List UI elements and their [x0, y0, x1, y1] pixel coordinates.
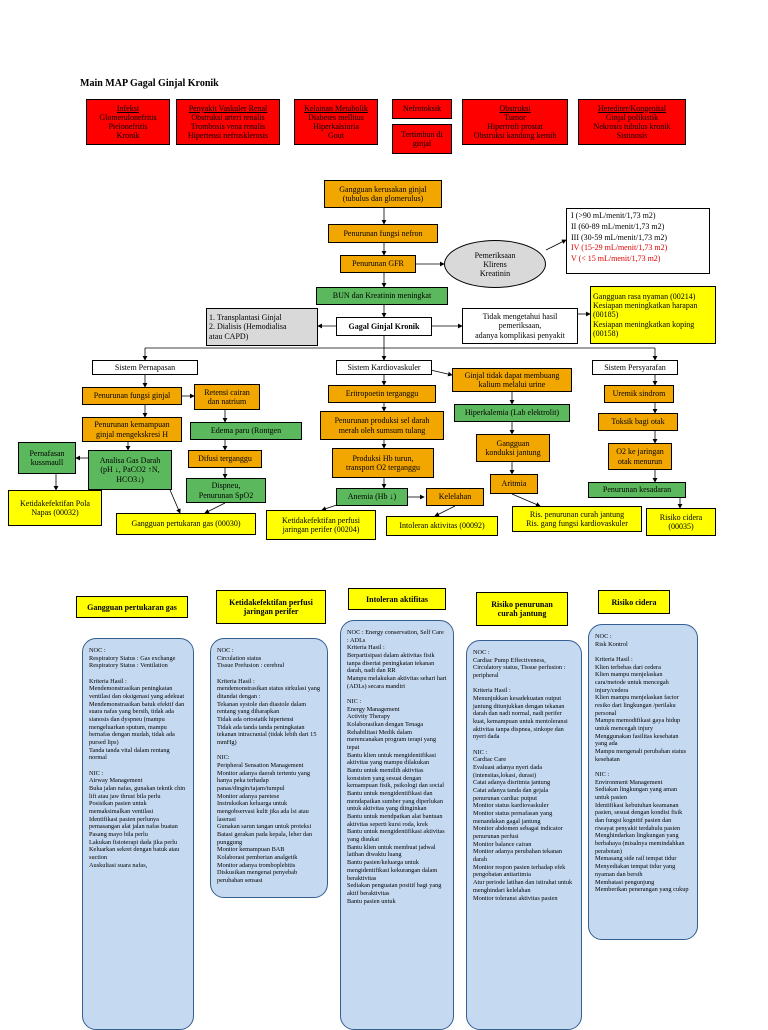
node-penurunan-nefron: Penurunan fungsi nefron: [328, 224, 438, 243]
sistem-kardiovaskuler: Sistem Kardiovaskuler: [336, 360, 432, 375]
node-eritropoetin: Eritropoetin terganggu: [328, 385, 436, 403]
column-head-intoleran: Intoleran aktifitas: [348, 588, 446, 610]
cause-head: Herediter/Kongenital: [598, 103, 666, 113]
stage-item: V (< 15 mL/menit/1,73 m2): [571, 254, 661, 264]
stage-item: III (30-59 mL/menit/1,73 m2): [571, 232, 667, 242]
node-aritmia: Aritmia: [490, 474, 538, 494]
node-tidak-mengetahui: Tidak mengetahui hasil pemeriksaan, adan…: [462, 308, 578, 344]
node-toksik-otak: Toksik bagi otak: [598, 413, 678, 431]
node-analisa-gas-darah: Analisa Gas Darah (pH ↓, PaCO2 ↑N, HCO3↓…: [88, 450, 172, 490]
diagnosis-risiko-cidera: Risiko cidera (00035): [646, 508, 716, 536]
node-uremik: Uremik sindrom: [604, 385, 674, 403]
diagnosis-curah-jantung: Ris. penurunan curah jantung Ris. gang f…: [512, 506, 642, 532]
cause-head: Penyakit Vaskuler Renal: [188, 103, 268, 113]
node-hiperkalemia: Hiperkalemia (Lab elektrolit): [454, 404, 570, 422]
column-intoleran: NOC : Energy conservation, Self Care : A…: [340, 620, 454, 1030]
page-title: Main MAP Gagal Ginjal Kronik: [80, 78, 219, 89]
node-penurunan-kemampuan: Penurunan kemampuan ginjal mengekskresi …: [82, 417, 182, 442]
node-penurunan-gfr: Penurunan GFR: [340, 255, 416, 273]
node-bun-kreatinin: BUN dan Kreatinin meningkat: [316, 287, 448, 305]
column-head-risiko-cidera: Risiko cidera: [598, 590, 670, 614]
node-o2-otak: O2 ke jaringan otak menurun: [608, 443, 672, 470]
node-terapi: 1. Transplantasi Ginjal 2. Dialisis (Hem…: [206, 308, 318, 346]
cause-body: Tumor Hipertrofi prostat Obstruksi kandu…: [473, 112, 557, 141]
column-head-perfusi: Ketidakefektifan perfusi jaringan perife…: [216, 590, 326, 624]
node-gagal-ginjal-kronik: Gagal Ginjal Kronik: [336, 317, 432, 336]
node-produksi-hb: Produksi Hb turun, transport O2 tergangg…: [332, 448, 434, 478]
node-kelelahan: Kelelahan: [426, 488, 484, 506]
cause-tertimbun: Tertimbun di ginjal: [392, 124, 452, 154]
node-retensi-cairan: Retensi cairan dan natrium: [194, 384, 260, 410]
node-ginjal-kalium: Ginjal tidak dapat membuang kalium melal…: [452, 368, 572, 392]
column-pertukaran-gas: NOC : Respiratory Status : Gas exchange …: [82, 638, 194, 1030]
diagnosis-pertukaran-gas: Gangguan pertukaran gas (00030): [116, 513, 256, 535]
column-perfusi: NOC : Circulation status Tissue Prefusio…: [210, 638, 328, 898]
node-anemia: Anemia (Hb ↓): [336, 488, 408, 506]
diagnosis-intoleran: Intoleran aktivitas (00092): [386, 516, 498, 536]
node-gangguan-kerusakan: Gangguan kerusakan ginjal (tubulus dan g…: [324, 180, 442, 208]
stage-item: IV (15-29 mL/menit/1,73 m2): [571, 243, 668, 253]
column-head-pertukaran-gas: Gangguan pertukaran gas: [76, 596, 188, 618]
diagnosis-pola-napas: Ketidakefektifan Pola Napas (00032): [8, 490, 102, 526]
sistem-pernapasan: Sistem Pernapasan: [92, 360, 198, 375]
column-risiko-cidera: NOC : Risk Kontrol Kriteria Hasil : Klie…: [588, 624, 698, 940]
cause-nefrotoksik: Nefrotoksik: [392, 99, 452, 119]
node-pernafasan-kussmaull: Pernafasan kussmaull: [18, 442, 76, 474]
node-konduksi-jantung: Gangguan konduksi jantung: [476, 434, 550, 462]
cause-head: Obstruksi: [499, 103, 531, 113]
diagnosis-perfusi: Ketidakefektifan perfusi jaringan perife…: [266, 510, 376, 540]
diagnosis-top: Gangguan rasa nyaman (00214) Kesiapan me…: [590, 286, 716, 344]
cause-body: Diabetes mellitus Hiperkalsiuria Gout: [308, 112, 364, 141]
cause-body: Ginjal polikistik Nekrosis tubulus kroni…: [593, 112, 671, 141]
node-penurunan-fungsi-ginjal: Penurunan fungsi ginjal: [82, 387, 182, 405]
stage-item: I (>90 mL/menit/1,73 m2): [571, 211, 656, 220]
node-penurunan-kesadaran: Penurunan kesadaran: [588, 482, 686, 498]
column-head-curah-jantung: Risiko penurunan curah jantung: [476, 592, 568, 626]
cause-head: Infeksi: [116, 103, 140, 113]
stage-item: II (60-89 mL/menit/1,73 m2): [571, 221, 665, 231]
node-dispneu: Dispneu, Penurunan SpO2: [186, 478, 266, 503]
stage-list: I (>90 mL/menit/1,73 m2) II (60-89 mL/me…: [566, 208, 710, 274]
node-pemeriksaan-klirens: Pemeriksaan Klirens Kreatinin: [444, 240, 546, 288]
cause-head: Tertimbun di ginjal: [401, 129, 443, 148]
cause-head: Nefrotoksik: [402, 104, 442, 114]
column-curah-jantung: NOC : Cardiac Pump Effectiveness, Circul…: [466, 640, 582, 1030]
node-edema-paru: Edema paru (Rontgen: [190, 422, 302, 440]
cause-body: Obstruksi arteri renalis Trombosis vena …: [187, 112, 269, 141]
node-penurunan-produksi-sel: Penurunan produksi sel darah merah oleh …: [320, 411, 444, 440]
cause-body: Glomerulonefritis Pielonefritis Kronik: [99, 112, 157, 141]
node-difusi-terganggu: Difusi terganggu: [188, 450, 262, 468]
sistem-persyarafan: Sistem Persyarafan: [592, 360, 678, 375]
cause-head: Kelainan Metabolik: [304, 103, 368, 113]
